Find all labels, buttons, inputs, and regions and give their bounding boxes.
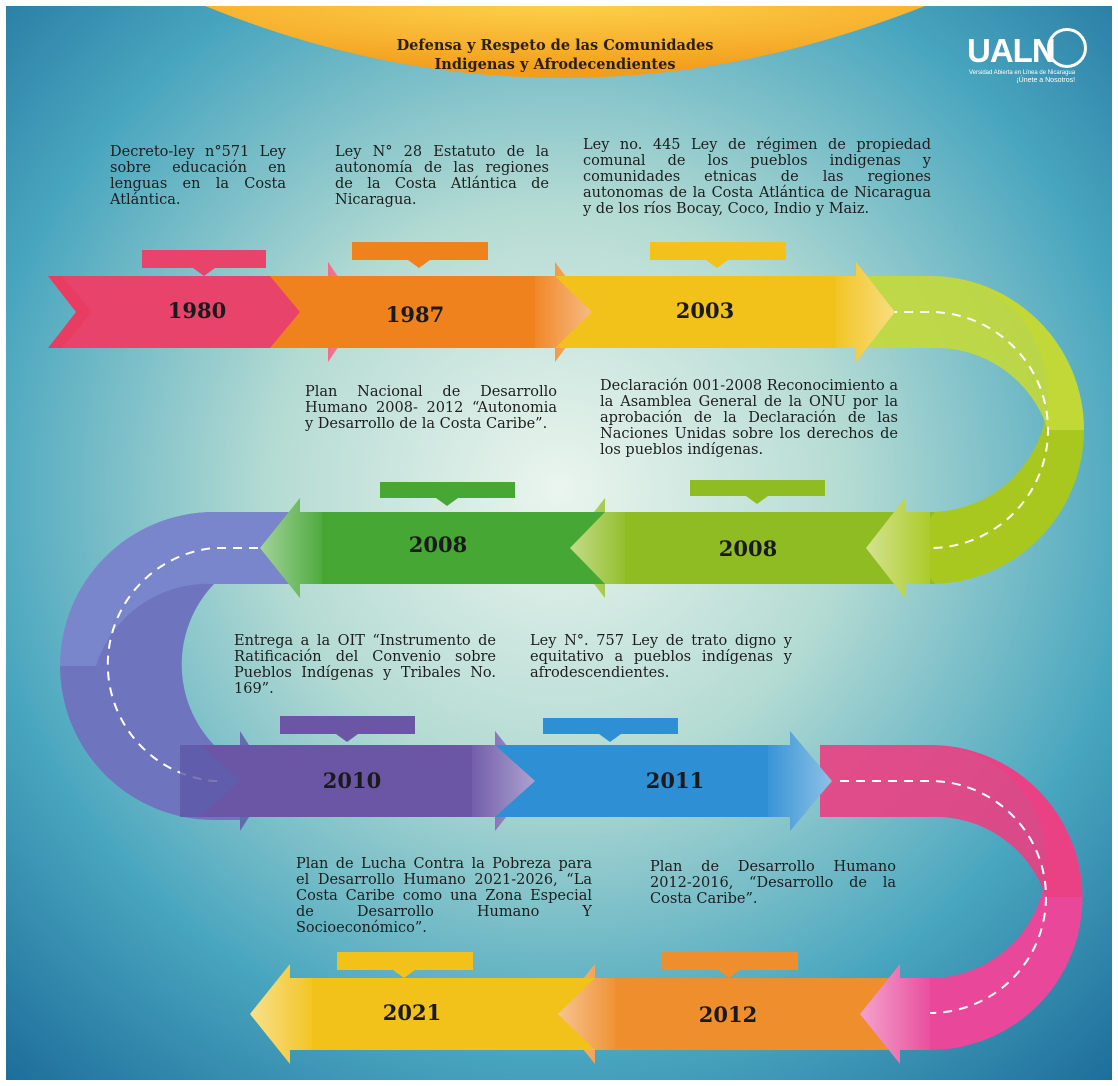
arrow-2021 <box>250 964 595 1064</box>
year-label-2008-left: 2008 <box>408 532 468 557</box>
dashed-path-left <box>106 547 290 782</box>
year-label-2003: 2003 <box>675 298 735 323</box>
dashed-path-right-2 <box>840 780 1047 1014</box>
page-title: Defensa y Respeto de las Comunidades Ind… <box>340 36 770 74</box>
year-label-2012: 2012 <box>698 1002 758 1027</box>
event-text-2008-plan: Plan Nacional de Desarrollo Humano 2008-… <box>305 384 557 432</box>
year-label-2008-right: 2008 <box>718 536 778 561</box>
event-text-1987: Ley N° 28 Estatuto de la autonomía de la… <box>335 144 549 208</box>
ualn-logo: UALN Versidad Abierta en Línea de Nicara… <box>963 28 1093 86</box>
curve-right-1 <box>865 276 1084 584</box>
title-banner <box>205 6 925 78</box>
dashed-path-right-1 <box>872 311 1049 549</box>
event-text-2010: Entrega a la OIT “Instrumento de Ratific… <box>234 633 496 697</box>
logo-name: UALN <box>967 32 1056 69</box>
year-label-1980: 1980 <box>167 298 227 323</box>
event-text-2011: Ley N°. 757 Ley de trato digno y equitat… <box>530 633 792 681</box>
year-label-2021: 2021 <box>382 1000 442 1025</box>
logo-tagline-2: ¡Únete a Nosotros! <box>1016 77 1076 84</box>
logo-tagline-1: Versidad Abierta en Línea de Nicaragua <box>969 70 1076 76</box>
event-text-2008-declaracion: Declaración 001-2008 Reconocimiento a la… <box>600 378 899 458</box>
arrow-2008-right <box>566 498 935 598</box>
arrow-2011 <box>495 731 832 831</box>
arrow-2003 <box>555 262 895 362</box>
arrow-1987 <box>270 262 592 362</box>
year-label-1987: 1987 <box>385 302 445 327</box>
arrow-2010 <box>180 731 535 831</box>
event-text-2021: Plan de Lucha Contra la Pobreza para el … <box>296 856 592 936</box>
event-text-2003: Ley no. 445 Ley de régimen de propiedad … <box>583 137 931 217</box>
year-label-2010: 2010 <box>322 768 382 793</box>
page-title-line-2: Indigenas y Afrodecendientes <box>434 56 676 73</box>
event-text-1980: Decreto-ley n°571 Ley sobre educación en… <box>110 144 286 208</box>
year-label-2011: 2011 <box>645 768 705 793</box>
event-text-2012: Plan de Desarrollo Humano 2012-2016, “De… <box>650 859 896 907</box>
callout-tabs <box>142 242 825 978</box>
logo-tagline: Versidad Abierta en Línea de Nicaragua ¡… <box>969 70 1075 84</box>
arrow-2012 <box>555 964 930 1064</box>
page-title-line-1: Defensa y Respeto de las Comunidades <box>396 37 714 54</box>
arrow-2008-left <box>260 498 605 598</box>
logo-swoosh-icon <box>1047 28 1087 68</box>
